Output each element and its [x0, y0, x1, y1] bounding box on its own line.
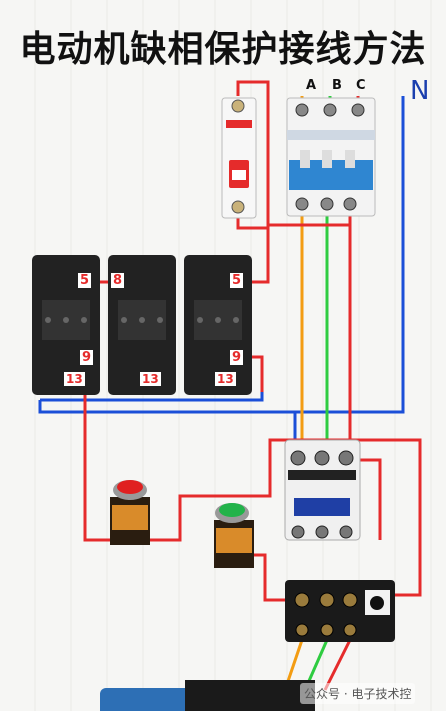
- relay2-terminal-13: 13: [140, 372, 161, 386]
- relay2-terminal-8: 8: [111, 273, 125, 288]
- motor-terminal-box: [185, 680, 315, 711]
- thermal-overload-relay: [285, 580, 395, 642]
- wire-control-top: [236, 80, 350, 227]
- wire-control-relay: [236, 212, 270, 284]
- phase-label-c: C: [356, 78, 366, 93]
- phase-label-a: A: [306, 78, 317, 93]
- wire-neutral: [38, 96, 405, 414]
- stop-push-button: [110, 480, 150, 545]
- relay3-terminal-9: 9: [230, 350, 244, 365]
- watermark: 公众号 · 电子技术控: [300, 683, 416, 704]
- single-pole-breaker: [221, 97, 257, 219]
- relay1-terminal-13: 13: [64, 372, 85, 386]
- relay3-terminal-5: 5: [230, 273, 244, 288]
- phase-label-b: B: [332, 78, 342, 93]
- diagram-title: 电动机缺相保护接线方法: [19, 29, 427, 70]
- contactor: [284, 439, 361, 541]
- relay1-terminal-9: 9: [80, 350, 94, 365]
- start-push-button: [214, 503, 254, 568]
- wire-motor-c: [323, 639, 352, 691]
- wire-neutral-relays: [40, 392, 264, 402]
- three-pole-breaker: [286, 97, 376, 217]
- neutral-label: N: [410, 76, 430, 106]
- relay-socket-2: [108, 255, 176, 395]
- wire-control-stop-start: [145, 438, 422, 597]
- wire-control-left: [83, 380, 110, 542]
- relay1-terminal-5: 5: [78, 273, 92, 288]
- relay3-terminal-13: 13: [215, 372, 236, 386]
- wire-control-aux: [360, 458, 382, 540]
